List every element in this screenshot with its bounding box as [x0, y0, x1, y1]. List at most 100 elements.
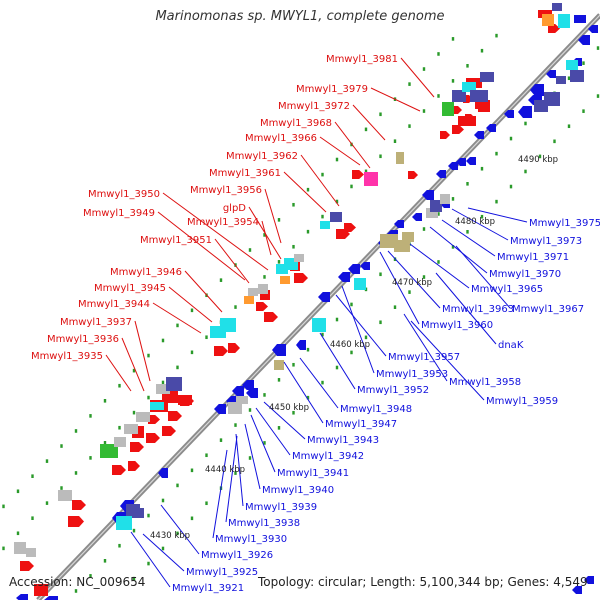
tick-dot: [393, 305, 397, 309]
red-gene-block: [34, 584, 48, 596]
tick-dot: [190, 308, 194, 313]
tick-dot: [379, 320, 382, 325]
tick-dot: [45, 501, 49, 505]
red-gene-arrow: [128, 461, 140, 471]
tick-dot: [248, 248, 252, 252]
tick-dot: [16, 531, 20, 536]
gene-label-top: Mmwyl1_3950: [88, 189, 160, 200]
gene-label-bottom: Mmwyl1_3975: [529, 218, 600, 229]
gene-label-bottom: Mmwyl1_3939: [245, 502, 317, 513]
tick-dot: [335, 365, 339, 370]
gene-label-bottom: Mmwyl1_3953: [376, 369, 448, 380]
blue-gene-block: [574, 15, 586, 23]
navy-gene-block: [166, 377, 182, 391]
red-gene-arrow: [548, 24, 560, 33]
blue-gene-arrow: [422, 190, 434, 200]
khaki-gene-block: [396, 152, 404, 164]
topology-summary: Topology: circular; Length: 5,100,344 bp…: [258, 575, 588, 589]
leader-line-top: [214, 238, 250, 284]
tick-dot: [248, 408, 252, 412]
gene-label-top: Mmwyl1_3944: [78, 299, 150, 310]
tick-dot: [118, 543, 121, 548]
navy-gene-block: [570, 70, 584, 82]
blue-gene-arrow: [448, 162, 458, 170]
leader-line-bottom: [441, 219, 496, 257]
gene-label-bottom: Mmwyl1_3938: [228, 518, 300, 529]
tick-dot: [103, 559, 107, 563]
blue-gene-arrow: [436, 170, 446, 178]
gene-label-top: Mmwyl1_3949: [83, 208, 155, 219]
leader-line-top: [300, 154, 340, 207]
tick-dot: [422, 275, 426, 279]
red-gene-arrow: [148, 415, 160, 424]
blue-gene-arrow: [348, 264, 360, 274]
tick-dot: [509, 136, 513, 141]
blue-gene-arrow: [214, 404, 226, 414]
tick-dot: [89, 456, 92, 460]
gene-label-top: Mmwyl1_3961: [209, 168, 281, 179]
leader-line-bottom: [387, 250, 441, 309]
khaki-gene-block: [380, 234, 398, 248]
navy-gene-block: [430, 200, 442, 212]
gray-gene-block: [228, 402, 242, 414]
navy-gene-block: [556, 76, 566, 84]
tick-dot: [219, 278, 223, 282]
tick-dot: [451, 197, 455, 201]
leader-line-bottom: [410, 320, 485, 401]
gene-label-top: Mmwyl1_3951: [140, 235, 212, 246]
leader-line-top: [261, 220, 272, 256]
tick-dot: [321, 172, 324, 177]
cyan-gene-block: [558, 14, 570, 28]
tick-dot: [277, 260, 281, 264]
gene-label-top: Mmwyl1_3972: [278, 101, 350, 112]
tick-dot: [205, 335, 208, 340]
tick-dot: [277, 218, 281, 222]
tick-dot: [350, 184, 353, 189]
gene-features: [14, 3, 598, 600]
tick-dot: [321, 214, 324, 219]
blue-gene-arrow: [158, 468, 168, 478]
green-gene-block: [100, 444, 118, 458]
blue-gene-arrow: [338, 272, 350, 282]
tick-dot: [582, 61, 585, 65]
blue-gene-arrow: [474, 131, 484, 139]
blue-gene-arrow: [44, 596, 58, 600]
blue-gene-arrow: [360, 262, 370, 270]
tick-dot: [567, 76, 571, 81]
gene-label-bottom: Mmwyl1_3970: [489, 269, 561, 280]
red-gene-arrow: [162, 426, 176, 436]
tick-dot: [509, 184, 513, 189]
blue-gene-arrow: [412, 213, 422, 221]
tick-dot: [60, 444, 63, 448]
tick-dot: [524, 169, 527, 174]
tick-dot: [263, 275, 266, 279]
gene-label-bottom: Mmwyl1_3971: [497, 252, 569, 263]
gray-gene-block: [156, 384, 170, 394]
red-gene-arrow: [452, 106, 462, 114]
cyan-gene-block: [150, 402, 164, 410]
tick-dot: [176, 531, 179, 536]
tick-dot: [248, 456, 252, 460]
tick-dot: [596, 94, 600, 98]
leader-line-top: [121, 337, 145, 392]
blue-gene-arrow: [584, 576, 594, 584]
tick-dot: [161, 546, 165, 551]
gene-label-top: Mmwyl1_3956: [190, 185, 262, 196]
tick-dot: [161, 338, 165, 343]
gray-gene-block: [248, 288, 258, 296]
tick-dot: [306, 347, 310, 352]
red-gene-arrow: [408, 171, 418, 179]
tick-dot: [16, 489, 20, 494]
navy-gene-block: [452, 90, 466, 102]
red-gene-arrow: [228, 343, 240, 353]
cyan-gene-block: [276, 264, 288, 274]
cyan-gene-block: [462, 82, 476, 92]
tick-dot: [2, 546, 5, 551]
scale-label: 4490 kbp: [518, 155, 558, 165]
tick-dot: [335, 199, 339, 204]
tick-dot: [147, 561, 150, 566]
leader-line-top: [334, 121, 371, 169]
leader-line-top: [162, 192, 269, 271]
tick-dot: [306, 395, 310, 400]
